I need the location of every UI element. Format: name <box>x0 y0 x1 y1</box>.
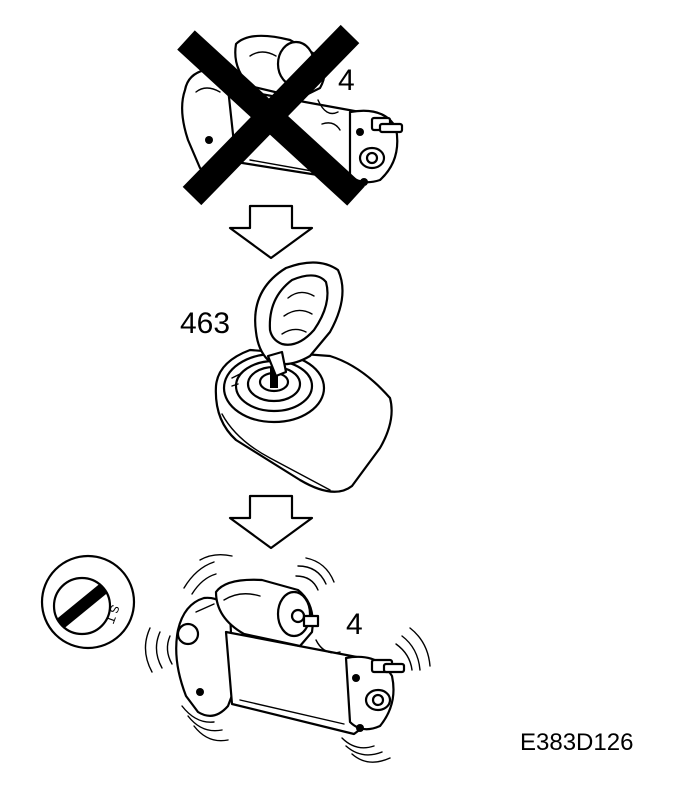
ignition-position-label: S T <box>103 603 123 626</box>
ignition-position-icon: S T <box>40 554 136 650</box>
figure-code-label: E383D126 <box>520 729 633 756</box>
part-label-top: 4 <box>338 64 355 97</box>
vibration-lines-icon <box>144 553 431 763</box>
cross-out-icon <box>177 24 365 206</box>
tool-number-label: 463 <box>180 307 230 340</box>
down-arrow-icon <box>228 204 314 260</box>
down-arrow-icon <box>228 494 314 550</box>
part-label-bottom: 4 <box>346 608 363 641</box>
ignition-lock-assembly <box>214 261 393 493</box>
starter-motor-bottom <box>175 578 406 736</box>
